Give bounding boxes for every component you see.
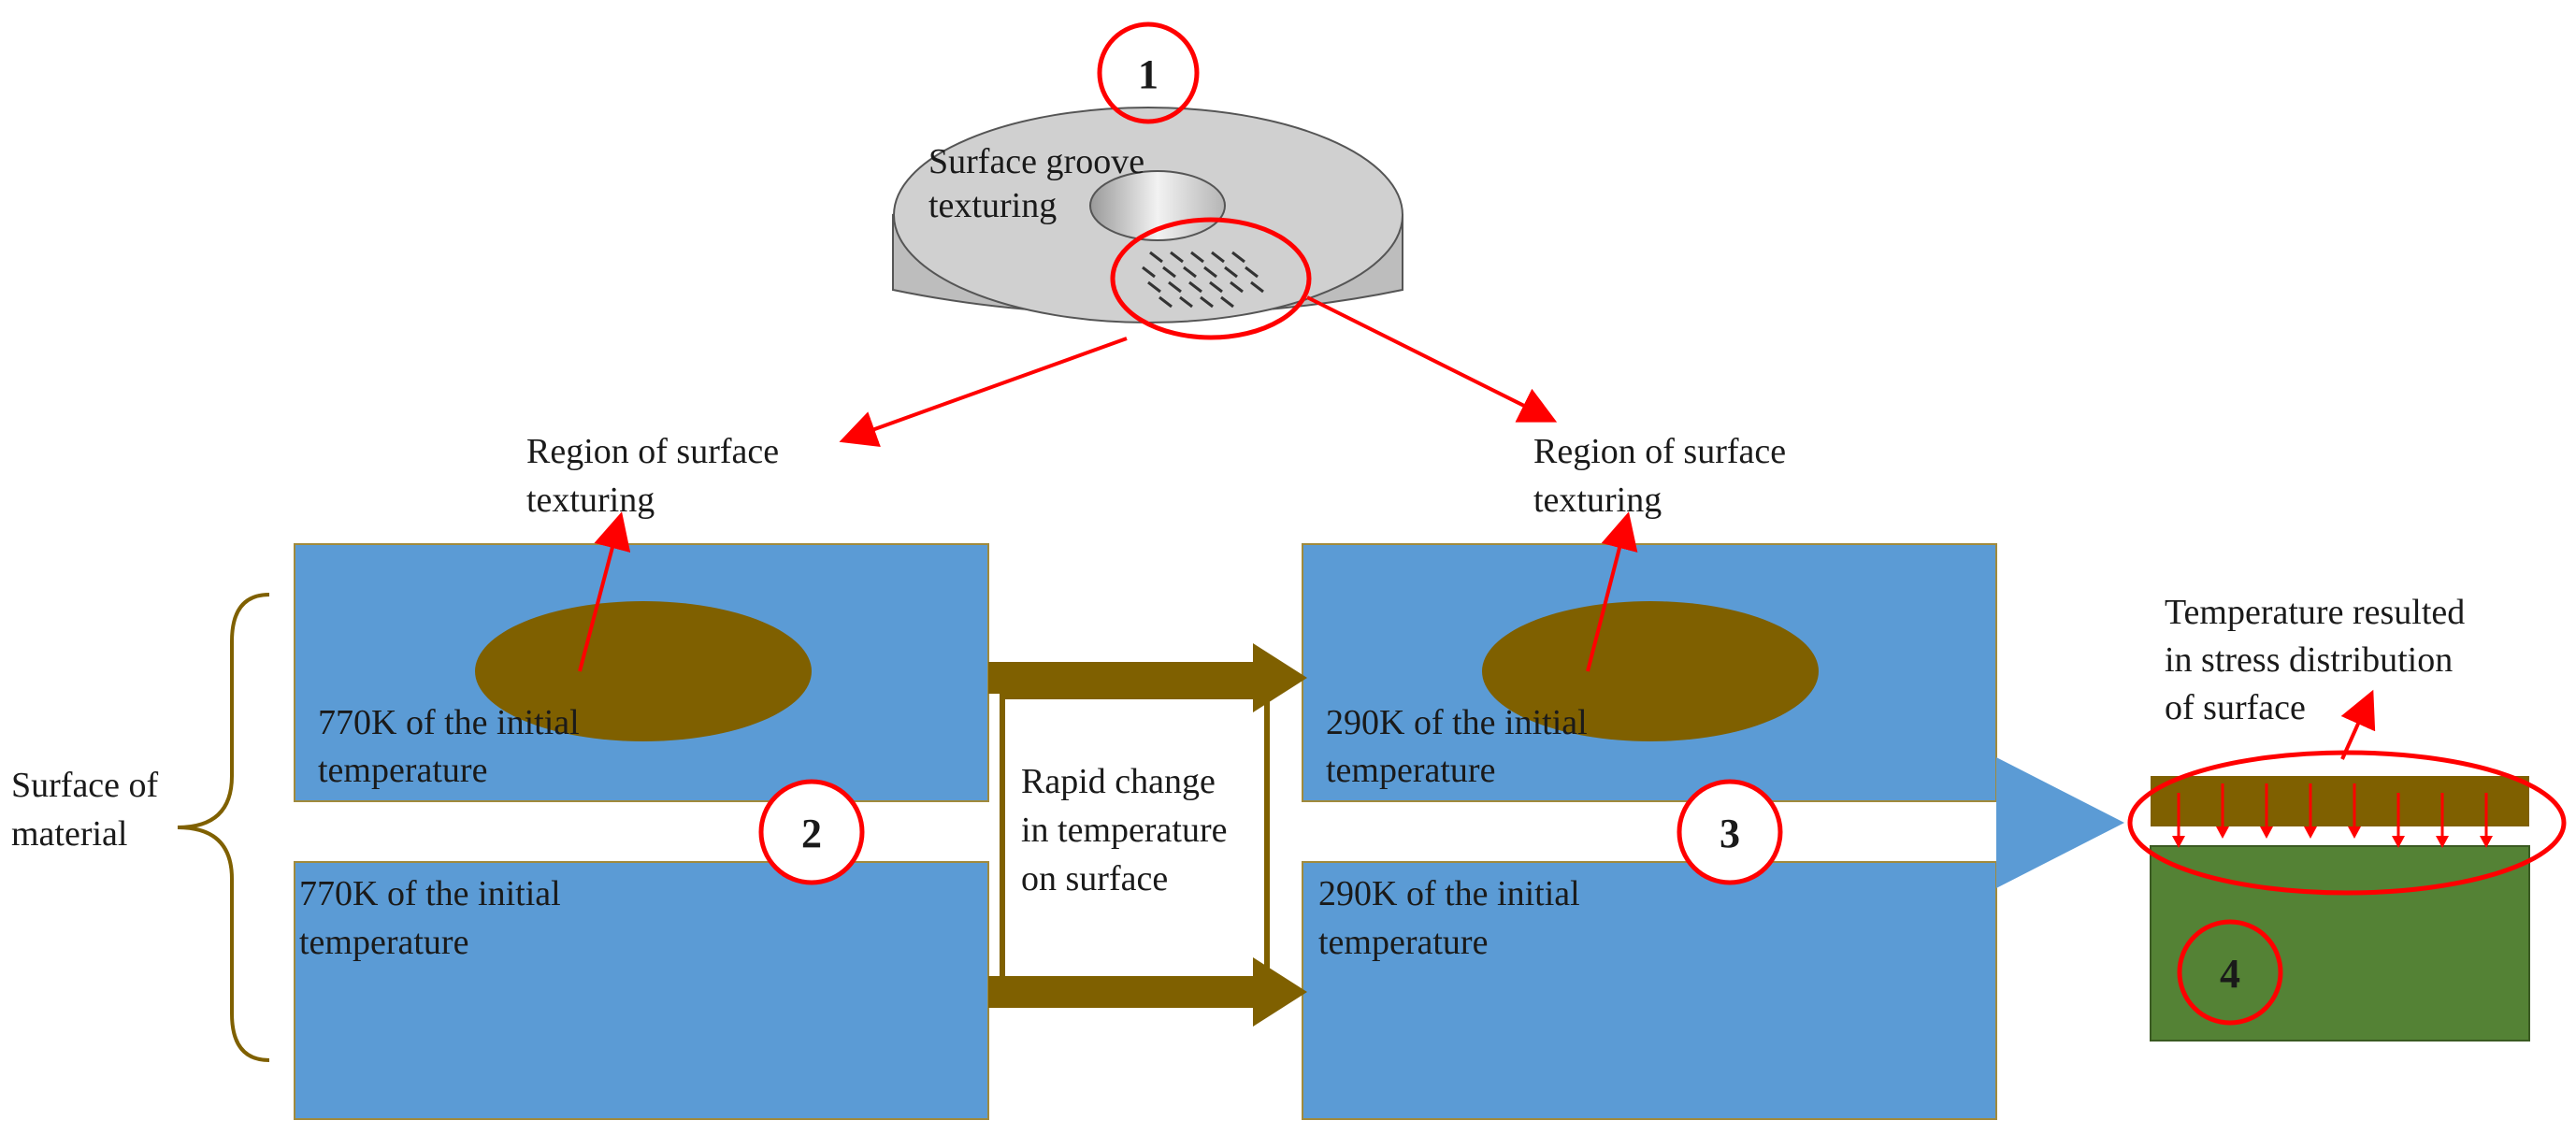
- groove-label-line1: Surface groove: [928, 142, 1144, 181]
- surface-layer: [2151, 776, 2529, 826]
- step-4-label: 4: [2220, 951, 2240, 997]
- material-label-line2: material: [11, 814, 127, 854]
- groove-texture-pattern: [1142, 251, 1264, 309]
- left-top-text-line2: temperature: [318, 751, 487, 790]
- texture-region-highlight: [1110, 217, 1312, 340]
- step-4-marker: [2177, 919, 2283, 1026]
- right-region-pointer: [1586, 511, 1638, 672]
- material-brace: [177, 593, 270, 1062]
- step-3-marker: [1677, 779, 1783, 885]
- rapid-change-box: [1000, 694, 1270, 984]
- arrow-to-right-region: [1306, 295, 1558, 423]
- step-1-label: 1: [1138, 51, 1158, 97]
- left-region-pointer: [578, 511, 631, 672]
- step-3-label: 3: [1720, 811, 1740, 856]
- left-bottom-text-line1: 770K of the initial: [299, 874, 561, 913]
- left-bottom-text-line2: temperature: [299, 923, 468, 962]
- result-pointer-triangle: [1996, 757, 2124, 888]
- left-texture-region: [475, 601, 812, 741]
- region-right-line1: Region of surface: [1533, 432, 1786, 471]
- right-bottom-block: [1302, 861, 1997, 1120]
- step-1-marker: [1097, 22, 1200, 124]
- grooved-disk: [892, 107, 1403, 340]
- step-2-label: 2: [801, 811, 822, 856]
- arrow-to-left-region: [839, 337, 1128, 447]
- right-top-text-line2: temperature: [1326, 751, 1495, 790]
- transition-arrow-bottom: [988, 957, 1307, 1027]
- left-top-text-line1: 770K of the initial: [318, 703, 580, 742]
- right-bottom-text-line2: temperature: [1318, 923, 1488, 962]
- stress-label-pointer: [2340, 689, 2376, 760]
- rapid-change-line2: in temperature: [1021, 811, 1228, 850]
- region-left-line2: texturing: [526, 481, 655, 520]
- stress-label-line3: of surface: [2165, 688, 2306, 727]
- rapid-change-line3: on surface: [1021, 859, 1168, 898]
- right-top-text-line1: 290K of the initial: [1326, 703, 1588, 742]
- stress-label-line1: Temperature resulted: [2165, 593, 2465, 632]
- material-label-line1: Surface of: [11, 766, 159, 805]
- step-2-marker: [758, 779, 865, 885]
- right-bottom-text-line1: 290K of the initial: [1318, 874, 1580, 913]
- groove-label-line2: texturing: [928, 186, 1057, 225]
- rapid-change-line1: Rapid change: [1021, 762, 1216, 801]
- right-texture-region: [1482, 601, 1819, 741]
- region-right-line2: texturing: [1533, 481, 1662, 520]
- stress-label-line2: in stress distribution: [2165, 640, 2453, 680]
- left-bottom-block: [294, 861, 989, 1120]
- transition-arrow-top: [988, 643, 1307, 712]
- region-left-line1: Region of surface: [526, 432, 779, 471]
- stress-arrows: [2172, 783, 2493, 848]
